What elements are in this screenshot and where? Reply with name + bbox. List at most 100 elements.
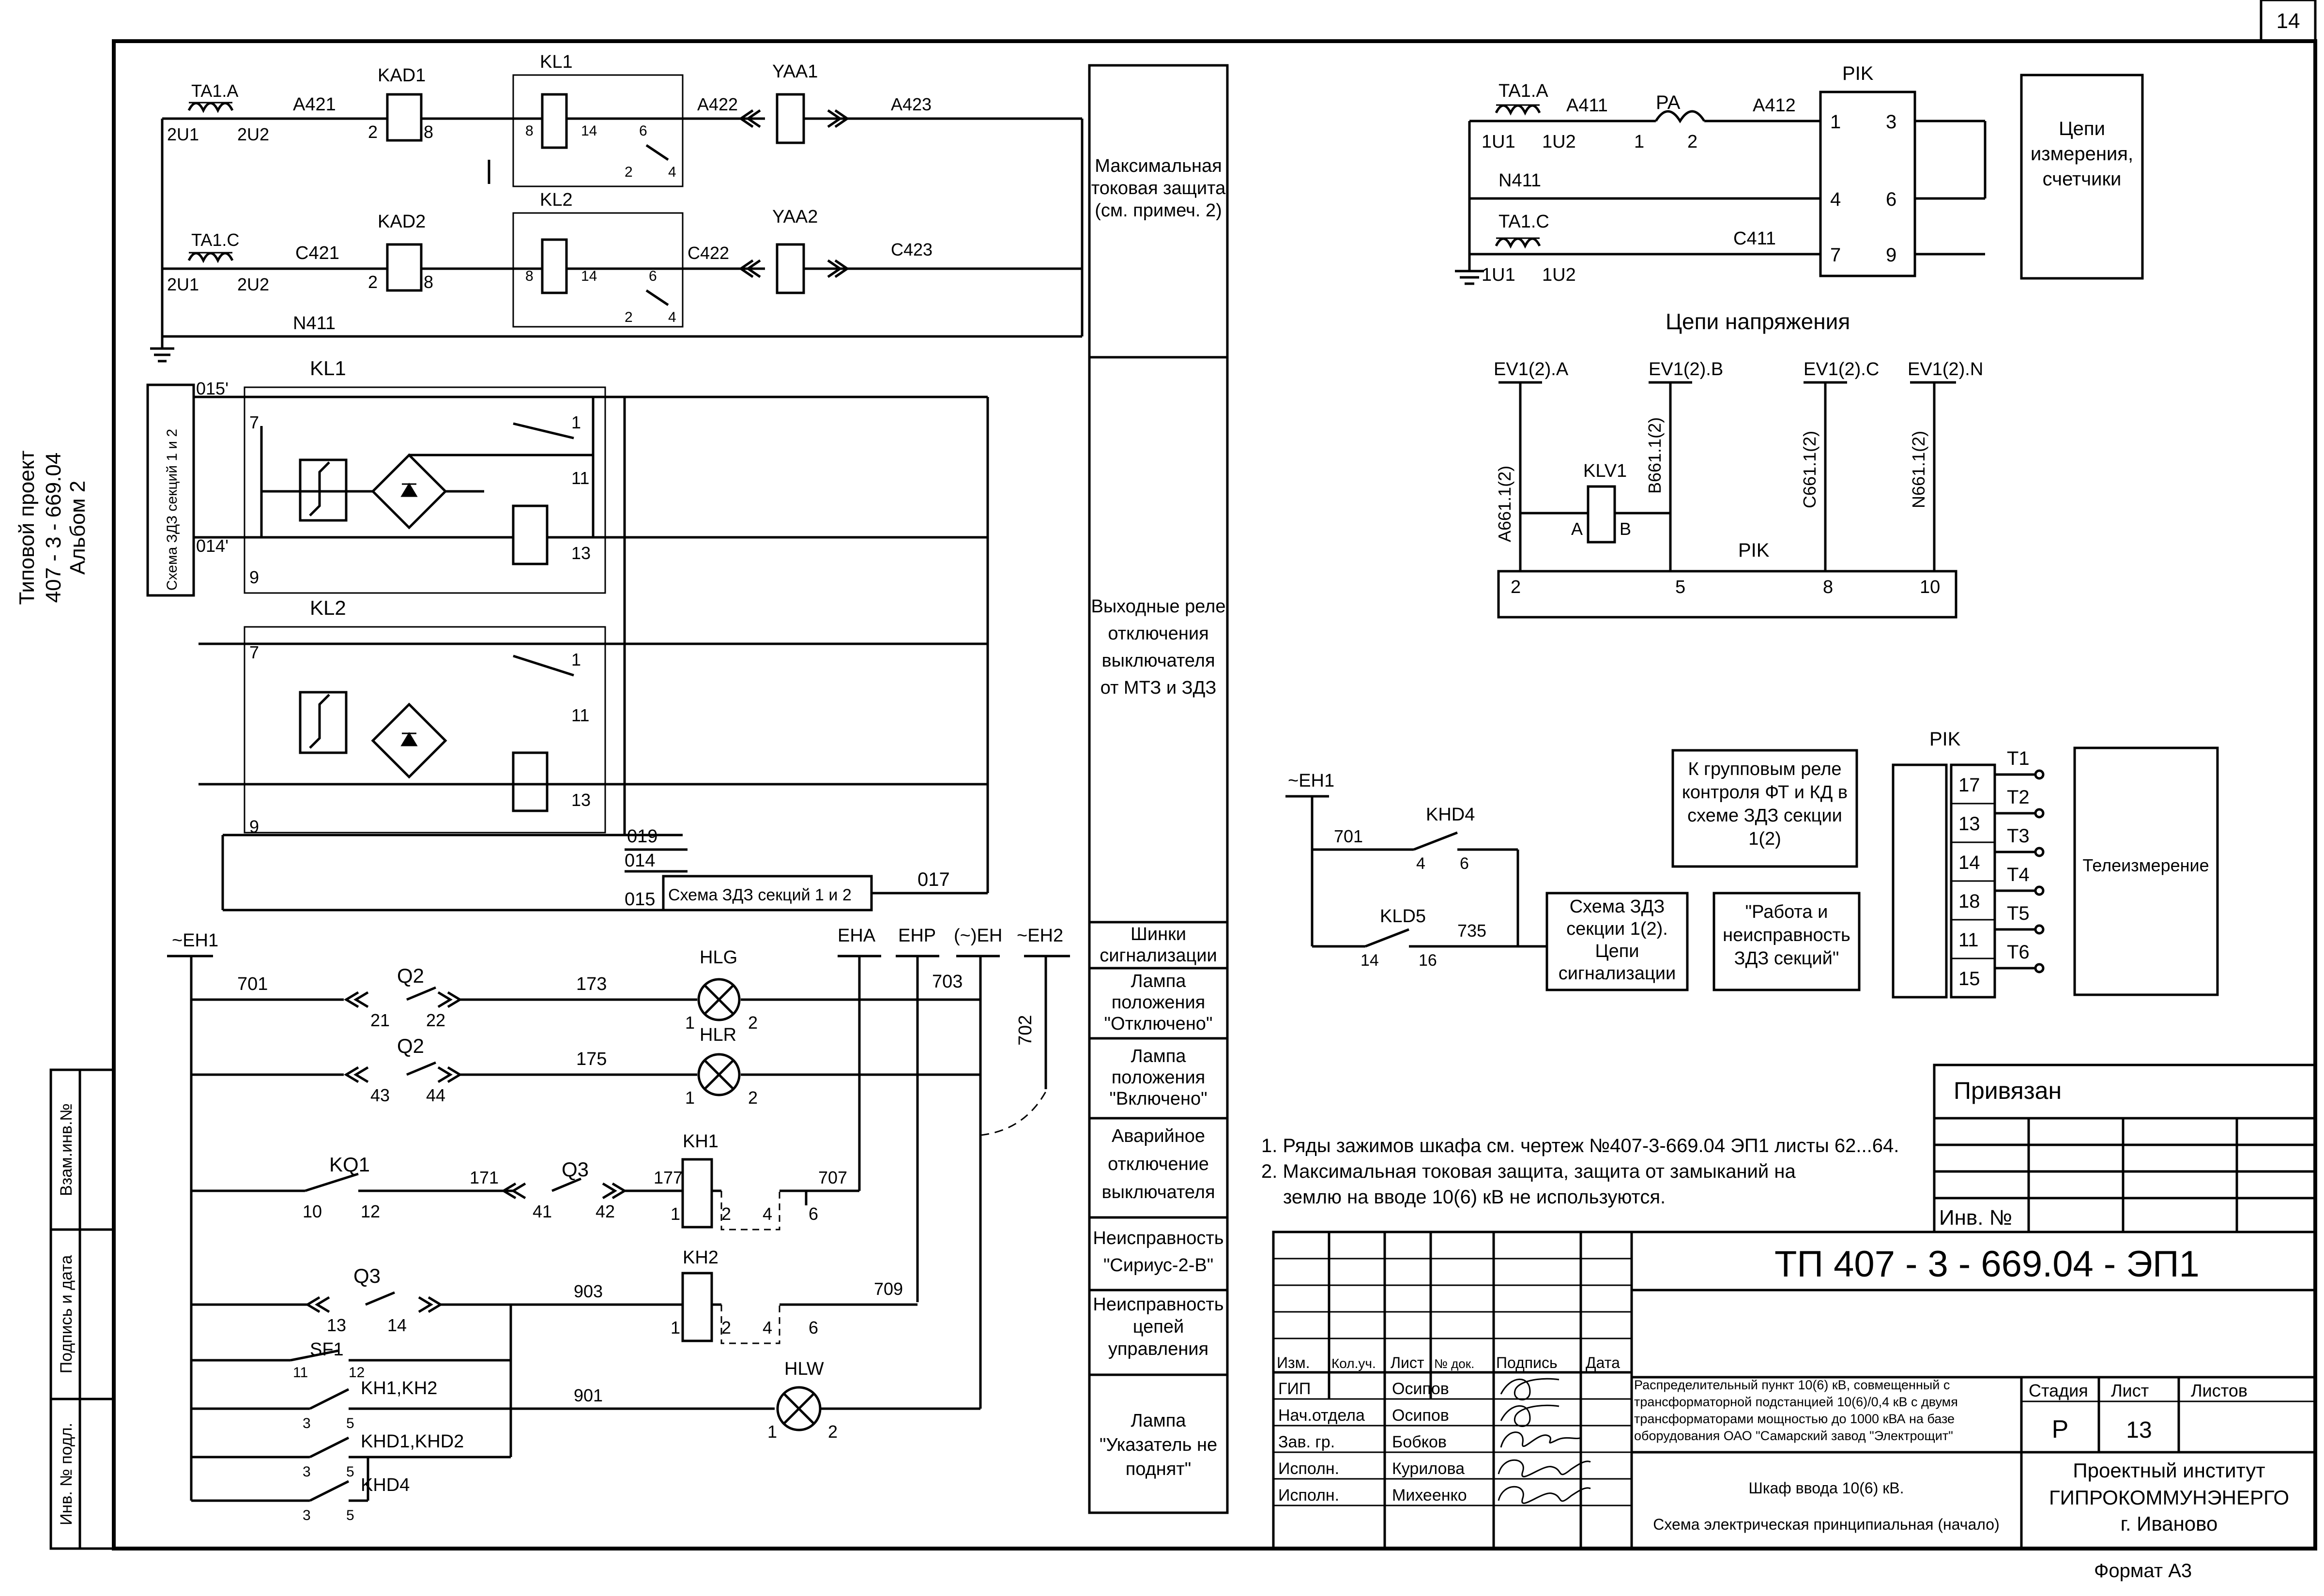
wire-735: 735 [1457, 921, 1486, 941]
wire-177: 177 [654, 1168, 683, 1187]
pin-label: 14 [387, 1315, 407, 1335]
zdz-signal-text: Схема ЗДЗ секции 1(2). Цепи сигнализации [1558, 897, 1676, 984]
pin-label: 4 [1830, 189, 1841, 210]
klv1-pin-a: A [1571, 519, 1583, 539]
pin-label: 1U1 [1482, 265, 1515, 285]
privyazan-block: Привязан Инв. № [1933, 1064, 2317, 1233]
wire-709: 709 [874, 1279, 903, 1299]
tb-header: Дата [1586, 1354, 1620, 1371]
kl2-trip-coil [512, 751, 549, 812]
wire-n411-measure: N411 [1498, 170, 1541, 191]
ct-ta1c-icon [187, 252, 234, 263]
ta1a-measure-label: TA1.A [1498, 81, 1548, 101]
pin-label: 11 [571, 468, 589, 488]
terminal-rows: 17 13 14 18 11 15 [1951, 775, 1995, 989]
kl1-output-box [244, 386, 606, 594]
pin-label: 1 [685, 1013, 695, 1033]
pin-label: 9 [1886, 244, 1896, 266]
stamp-inv: Инв. № подл. [57, 1423, 76, 1525]
hlg-label: HLG [700, 947, 737, 968]
yaa2-label: YAA2 [772, 207, 818, 227]
bus-ev-b: EV1(2).B [1649, 359, 1723, 380]
hlr-label: HLR [700, 1025, 736, 1045]
zdz-work-text: "Работа и неисправность ЗДЗ секций" [1723, 902, 1850, 969]
tb-scheme-name: Схема электрическая принципиальная (нача… [1653, 1516, 1999, 1533]
pin-label: 2 [1687, 132, 1697, 152]
note-1: 1. Ряды зажимов шкафа см. чертеж №407-3-… [1261, 1135, 1899, 1156]
telemeasure-outputs: T1 T2 T3 T4 T5 T6 [1995, 748, 2045, 973]
signatures [1498, 1378, 1591, 1504]
pik-measure-label: PIK [1842, 63, 1874, 84]
note-2-cont: землю на вводе 10(6) кВ не используются. [1283, 1186, 1666, 1208]
voltage-title: Цепи напряжения [1666, 309, 1850, 334]
pin-label: 9 [249, 817, 259, 836]
pin-label: 2 [1511, 577, 1521, 597]
pin-label: 8 [424, 122, 433, 142]
stamp-vzam: Взам.инв.№ [57, 1103, 76, 1196]
pin-label: 1 [671, 1204, 680, 1224]
wire-c661: C661.1(2) [1800, 431, 1819, 508]
terminal-label: 13 [1958, 813, 1980, 835]
terminal-label: 18 [1958, 891, 1980, 912]
pin-label: 12 [349, 1365, 365, 1381]
tb-header: № док. [1434, 1356, 1474, 1371]
zdz-sections-text: Схема ЗДЗ секций 1 и 2 [668, 886, 852, 904]
pin-label: 1 [571, 412, 581, 432]
legend-column: Максимальная токовая защита (см. примеч.… [1088, 64, 1229, 1514]
tb-name: Осипов [1392, 1406, 1449, 1425]
legend-not-raised: Лампа "Указатель не поднят" [1099, 1411, 1218, 1479]
wire-019: 019 [627, 826, 657, 847]
telemeasure-circuit: PIK 17 13 14 18 11 15 T1 T2 T3 T4 [1892, 729, 2219, 999]
telemeasure-box [2073, 746, 2219, 996]
wire-707: 707 [818, 1168, 847, 1187]
pin-label: 2 [721, 1204, 731, 1224]
pin-label: 2 [748, 1088, 758, 1108]
stamp-sign-date: Подпись и дата [57, 1255, 76, 1374]
pin-label: 8 [525, 123, 534, 139]
kl1-label: KL1 [540, 52, 573, 72]
output-t6: T6 [2007, 942, 2030, 963]
pin-label: 4 [763, 1318, 772, 1338]
wire-015p: 015' [196, 379, 229, 398]
ta1a-u1: 2U1 [167, 124, 199, 144]
tb-role: Исполн. [1278, 1486, 1339, 1505]
pin-label: 4 [1416, 854, 1425, 873]
tb-org-2: ГИПРОКОММУНЭНЕРГО [2049, 1486, 2289, 1509]
pin-label: 4 [763, 1204, 772, 1224]
pin-label: 2 [748, 1013, 758, 1033]
terminal-label: 14 [1958, 852, 1980, 873]
pin-label: 2 [625, 164, 633, 180]
wire-a423: A423 [891, 94, 932, 114]
pin-label: 8 [525, 268, 534, 284]
wire-b661: B661.1(2) [1645, 417, 1665, 494]
pin-label: 5 [346, 1415, 354, 1431]
voltage-circuits: Цепи напряжения EV1(2).A EV1(2).B EV1(2)… [1494, 309, 1983, 619]
bus-eh2: ~EH2 [1017, 926, 1063, 946]
pin-label: 3 [303, 1507, 311, 1523]
kh1-label: KH1 [683, 1131, 719, 1152]
page-number: 14 [2277, 9, 2300, 33]
ta1c-u1: 2U1 [167, 274, 199, 294]
pin-label: 1 [671, 1318, 680, 1338]
q3-label: Q3 [562, 1158, 589, 1181]
group-relay-box [1671, 749, 1858, 868]
metering-box [2020, 74, 2144, 280]
kad2-label: KAD2 [378, 212, 426, 232]
pin-label: 2 [368, 122, 378, 142]
ammeter-pa-icon [1654, 110, 1706, 123]
wire-702: 702 [1015, 1015, 1036, 1046]
pin-label: 21 [370, 1010, 390, 1030]
bus-ev-a: EV1(2).A [1494, 359, 1569, 380]
tb-stage-label: Стадия [2029, 1381, 2088, 1400]
tb-sheet-value: 13 [2126, 1417, 2152, 1443]
telemeasure-text: Телеизмерение [2082, 855, 2209, 875]
wire-a412: A412 [1753, 95, 1796, 116]
wire-c422: C422 [688, 243, 729, 263]
ta1c-label: TA1.C [191, 230, 239, 250]
kl2-coil [541, 238, 568, 294]
ct-ta1c-measure-icon [1495, 237, 1541, 249]
notes: 1. Ряды зажимов шкафа см. чертеж №407-3-… [1261, 1135, 1899, 1208]
pa-label: PA [1656, 92, 1681, 113]
relay-kad2 [386, 243, 423, 292]
kq1-label: KQ1 [329, 1153, 370, 1176]
